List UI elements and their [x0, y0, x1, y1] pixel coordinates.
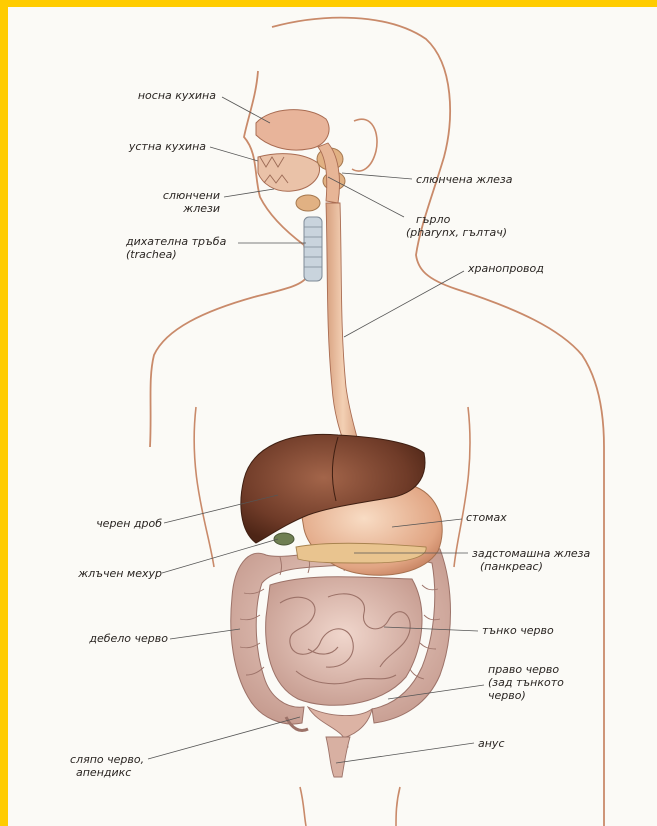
label-cecum-appendix: сляпо черво, апендикс — [70, 753, 144, 779]
digestive-system-diagram — [8, 7, 657, 826]
ear — [352, 119, 377, 171]
label-small-intestine: тънко черво — [482, 624, 554, 637]
nasal-cavity-shape — [256, 110, 329, 150]
label-gallbladder: жлъчен мехур — [78, 567, 162, 580]
label-esophagus: хранопровод — [468, 262, 544, 275]
label-rectum-line3: черво) — [488, 689, 564, 702]
label-trachea-line2: (trachea) — [126, 248, 226, 261]
diagram-frame: носна кухина устна кухина слюнчени жлези… — [8, 7, 657, 826]
label-salivary-glands-line1: слюнчени — [163, 189, 220, 202]
label-rectum-line1: право черво — [488, 663, 564, 676]
esophagus-shape — [326, 203, 360, 455]
label-pancreas-line1: задстомашна жлеза — [472, 547, 590, 560]
label-pancreas: задстомашна жлеза (панкреас) — [472, 547, 590, 573]
label-anus: анус — [478, 737, 505, 750]
label-trachea-line1: дихателна тръба — [126, 235, 226, 248]
label-cecum-appendix-line2: апендикс — [70, 766, 144, 779]
salivary-gland-shape — [296, 195, 320, 211]
label-cecum-appendix-line1: сляпо черво, — [70, 753, 144, 766]
label-pharynx: гърло (pharynx, гълтач) — [406, 213, 507, 239]
anus-shape — [326, 737, 350, 777]
label-salivary-gland: слюнчена жлеза — [416, 173, 513, 186]
label-liver: черен дроб — [96, 517, 162, 530]
label-salivary-glands: слюнчени жлези — [163, 189, 220, 215]
label-stomach: стомах — [466, 511, 507, 524]
label-nasal-cavity: носна кухина — [138, 89, 216, 102]
label-rectum: право черво (зад тънкото черво) — [488, 663, 564, 702]
label-large-intestine: дебело черво — [89, 632, 168, 645]
label-salivary-glands-line2: жлези — [163, 202, 220, 215]
oral-cavity-shape — [258, 154, 320, 192]
label-pharynx-line1: гърло — [406, 213, 507, 226]
label-oral-cavity: устна кухина — [129, 140, 206, 153]
label-pancreas-line2: (панкреас) — [472, 560, 590, 573]
label-rectum-line2: (зад тънкото — [488, 676, 564, 689]
small-intestine-shape — [266, 577, 422, 706]
label-trachea: дихателна тръба (trachea) — [126, 235, 226, 261]
label-pharynx-line2: (pharynx, гълтач) — [406, 226, 507, 239]
